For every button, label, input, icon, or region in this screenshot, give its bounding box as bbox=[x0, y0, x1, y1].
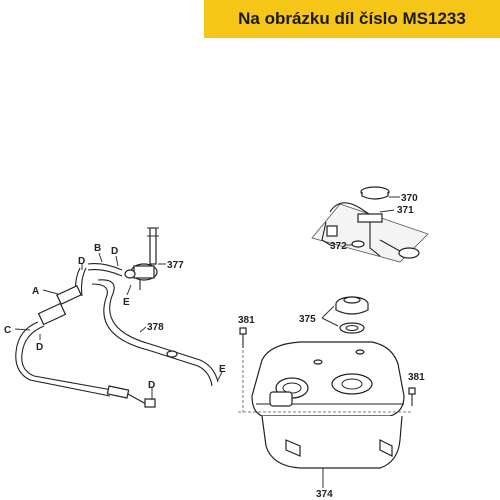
fuel-sender-inset bbox=[311, 186, 429, 263]
label-377: 377 bbox=[167, 260, 184, 271]
label-D-1: D bbox=[78, 256, 85, 267]
label-C: C bbox=[4, 325, 11, 336]
label-E-top: E bbox=[123, 297, 130, 308]
label-378: 378 bbox=[147, 322, 164, 333]
bolt-right bbox=[238, 387, 416, 413]
label-372: 372 bbox=[330, 241, 347, 252]
label-D-3: D bbox=[36, 342, 43, 353]
label-D-2: D bbox=[111, 246, 118, 257]
label-E-right: E bbox=[219, 364, 226, 375]
label-371: 371 bbox=[397, 205, 414, 216]
part-number-banner: Na obrázku díl číslo MS1233 bbox=[204, 0, 500, 38]
bolt-left bbox=[239, 327, 247, 412]
label-D-4: D bbox=[148, 380, 155, 391]
fuel-cap bbox=[335, 296, 369, 334]
label-381-left: 381 bbox=[238, 315, 255, 326]
label-374: 374 bbox=[316, 489, 333, 500]
fuel-tank bbox=[251, 341, 405, 469]
label-375: 375 bbox=[299, 314, 316, 325]
left-hose-assembly bbox=[15, 263, 219, 408]
label-A: A bbox=[32, 286, 39, 297]
label-370: 370 bbox=[401, 193, 418, 204]
label-381-right: 381 bbox=[408, 372, 425, 383]
label-B: B bbox=[94, 243, 101, 254]
fuel-valve bbox=[124, 227, 159, 290]
